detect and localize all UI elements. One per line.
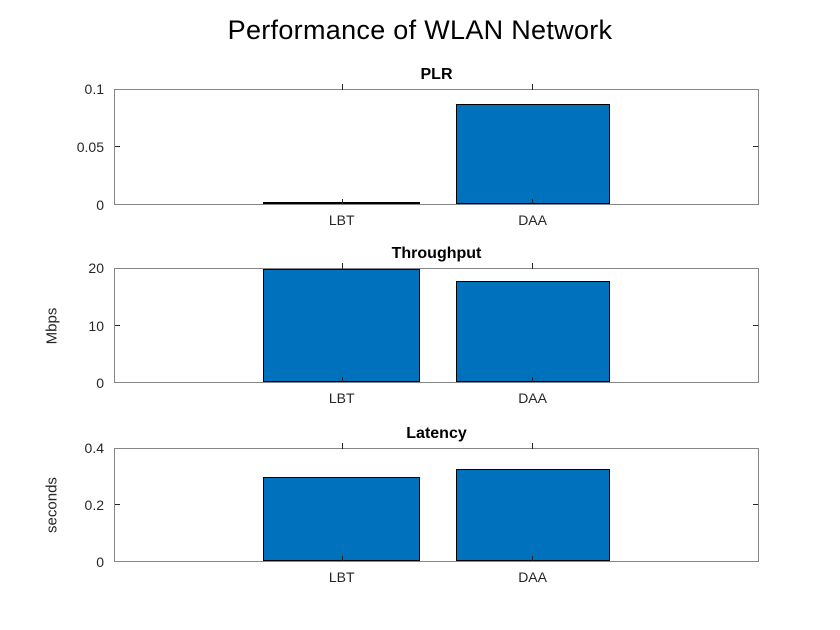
x-tick-mark xyxy=(341,556,343,561)
y-tick-label: 20 xyxy=(88,260,104,276)
y-tick-mark xyxy=(753,324,758,326)
plr-x-axis-labels: LBT DAA xyxy=(114,212,759,230)
y-tick-mark xyxy=(115,146,120,147)
x-tick-label-lbt: LBT xyxy=(328,390,355,406)
x-tick-label-daa: DAA xyxy=(518,569,547,585)
plr-axes xyxy=(114,84,759,205)
bar-plr-daa xyxy=(455,103,611,204)
x-tick-mark xyxy=(532,199,534,204)
x-tick-mark xyxy=(341,443,343,449)
x-tick-mark xyxy=(341,199,343,204)
y-tick-label: 0.05 xyxy=(76,139,104,155)
x-tick-mark xyxy=(532,263,534,269)
subplot-title-throughput: Throughput xyxy=(391,245,482,262)
x-tick-label-lbt: LBT xyxy=(328,569,355,585)
bar-throughput-daa xyxy=(455,281,611,382)
x-tick-mark xyxy=(532,443,534,449)
figure-title: Performance of WLAN Network xyxy=(227,15,613,45)
y-tick-label: 0 xyxy=(96,375,104,391)
x-tick-mark xyxy=(532,377,534,382)
y-tick-mark xyxy=(115,504,120,505)
throughput-x-axis-labels: LBT DAA xyxy=(114,390,759,408)
y-tick-label: 0 xyxy=(96,197,104,213)
throughput-axes xyxy=(114,263,759,383)
y-tick-label: 10 xyxy=(88,317,104,334)
y-tick-mark xyxy=(753,146,758,147)
latency-x-axis-labels: LBT DAA xyxy=(114,569,759,587)
y-tick-label: 0 xyxy=(96,554,104,570)
y-tick-label: 0.1 xyxy=(84,81,104,97)
bar-latency-lbt xyxy=(262,477,420,561)
x-tick-mark xyxy=(341,84,343,90)
x-tick-mark xyxy=(341,263,343,269)
y-axis-label-mbps: Mbps xyxy=(43,307,61,344)
y-tick-label: 0.4 xyxy=(84,440,104,456)
x-tick-mark xyxy=(341,377,343,382)
y-tick-mark xyxy=(115,324,120,326)
bar-plr-lbt xyxy=(262,202,420,204)
latency-axes xyxy=(114,443,759,562)
subplot-title-plr: PLR xyxy=(420,66,453,83)
y-tick-label: 0.2 xyxy=(84,497,104,513)
y-axis-label-seconds: seconds xyxy=(43,477,61,533)
x-tick-mark xyxy=(532,84,534,90)
x-tick-mark xyxy=(532,556,534,561)
bar-latency-daa xyxy=(455,468,611,561)
x-tick-label-lbt: LBT xyxy=(328,212,355,228)
x-tick-label-daa: DAA xyxy=(518,212,547,228)
y-tick-mark xyxy=(753,504,758,505)
x-tick-label-daa: DAA xyxy=(518,390,547,406)
bar-throughput-lbt xyxy=(262,269,420,382)
subplot-title-latency: Latency xyxy=(406,425,467,442)
